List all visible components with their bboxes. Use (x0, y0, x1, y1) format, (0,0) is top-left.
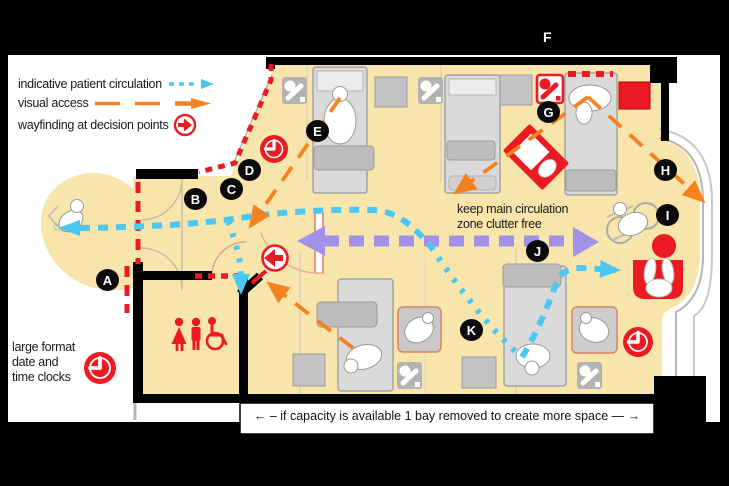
bedside-table (499, 74, 533, 106)
legend-label: wayfinding at decision points (18, 118, 169, 132)
armchair-with-patient (397, 306, 442, 353)
entry-floor-blob (40, 173, 133, 291)
marker-e: E (306, 120, 329, 142)
bed-top-3 (564, 72, 618, 196)
bed-bottom-2 (502, 263, 567, 387)
walls (133, 57, 706, 423)
bed-top-1 (312, 66, 375, 194)
red-dot-marker (652, 234, 676, 258)
patient-figure-icon (323, 97, 357, 145)
marker-d: D (238, 159, 261, 181)
red-circled-arrow-icon (174, 113, 197, 137)
red-dashed-wall-lines (124, 64, 613, 313)
marker-j: J (526, 240, 549, 262)
capacity-note: ← – if capacity is available 1 bay remov… (253, 409, 641, 423)
legend-item-wayfinding: wayfinding at decision points (18, 113, 197, 137)
red-equipment-box (618, 81, 651, 110)
cyan-dashed-arrow-icon (168, 79, 214, 89)
legend-label: visual access (18, 96, 89, 110)
bedside-table (461, 356, 497, 389)
clock-icon (260, 135, 288, 163)
marker-c: C (220, 178, 243, 200)
patient-circulation-path (58, 206, 621, 360)
chair-table-icon (418, 77, 443, 104)
bed-top-2 (444, 74, 501, 194)
chair-table-icon (577, 362, 602, 389)
bed-bottom-1 (316, 278, 394, 392)
marker-b: B (184, 188, 207, 210)
marker-f: F (543, 29, 552, 45)
marker-h: H (654, 159, 677, 181)
legend-item-patient-circulation: indicative patient circulation (18, 77, 217, 91)
wayfinding-decision-icon (261, 244, 289, 272)
curved-bay-wall (658, 128, 713, 378)
marker-k: K (460, 319, 483, 341)
legend-label: indicative patient circulation (18, 77, 162, 91)
red-armchair-icon (633, 257, 683, 299)
visual-access-lines (248, 95, 706, 350)
bedside-table (292, 353, 326, 387)
capacity-note-strip (239, 402, 655, 435)
marker-i: I (656, 204, 679, 226)
toilet-figures-icon (171, 317, 228, 351)
armchair-with-patient (571, 306, 618, 354)
chair-table-icon (282, 77, 307, 104)
marker-a: A (96, 269, 119, 291)
marker-g: G (537, 101, 560, 123)
tilted-red-bed (503, 124, 569, 190)
clutter-free-note: keep main circulation zone clutter free (457, 202, 569, 231)
orange-dashed-arrow-icon (95, 97, 212, 109)
clock-icon (84, 352, 116, 384)
legend-item-visual-access: visual access (18, 96, 215, 110)
clock-icon (623, 327, 653, 357)
bedside-table (374, 76, 408, 108)
clocks-note: large format date and time clocks (12, 340, 76, 384)
chair-table-icon (397, 362, 422, 389)
red-chair-table-icon (535, 73, 565, 105)
